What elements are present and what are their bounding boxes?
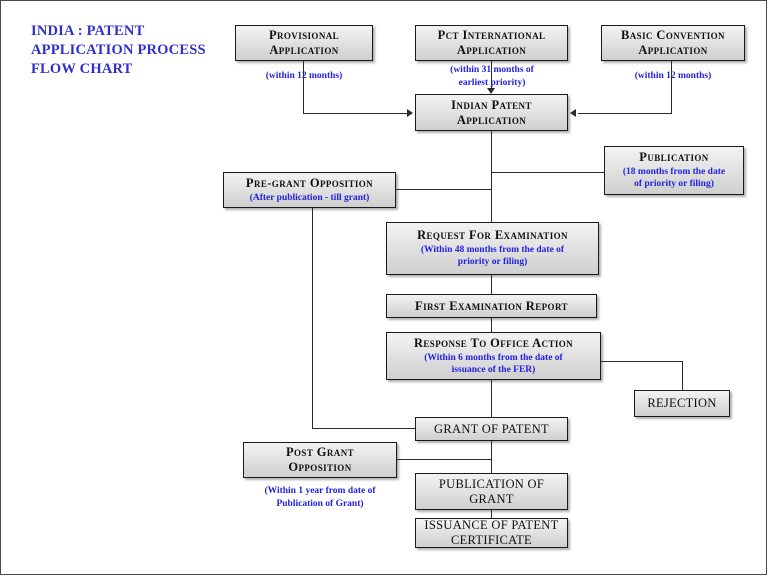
node-publication-of-grant[interactable]: PUBLICATION OF GRANT [415, 473, 568, 510]
node-request-for-examination[interactable]: Request For Examination (Within 48 month… [386, 222, 599, 275]
node-provisional-application[interactable]: Provisional Application [235, 25, 373, 61]
edge-provisional-horizontal [303, 113, 407, 114]
edge-provisional-arrowhead [407, 109, 413, 117]
node-request-for-examination-sub: (Within 48 months from the date of prior… [420, 245, 565, 268]
page-title: INDIA : PATENT APPLICATION PROCESS FLOW … [31, 23, 206, 77]
node-provisional-application-label: Provisional Application [268, 28, 340, 57]
node-basic-convention-application-label: Basic Convention Application [621, 28, 725, 57]
edge-pct-arrowhead [487, 88, 495, 94]
edge-rfe-to-fer [491, 275, 492, 294]
edge-convention-horizontal [578, 113, 672, 114]
edge-indian-to-pregrant [396, 189, 491, 190]
edge-pubgrant-to-issuance [491, 510, 492, 518]
node-grant-of-patent[interactable]: GRANT OF PATENT [415, 417, 568, 441]
edge-fer-to-response [491, 318, 492, 332]
node-first-examination-report[interactable]: First Examination Report [386, 294, 597, 318]
node-rejection-label: REJECTION [647, 396, 717, 411]
node-request-for-examination-label: Request For Examination [417, 228, 568, 243]
node-publication-sub: (18 months from the date of priority or … [622, 167, 726, 190]
node-grant-of-patent-label: GRANT OF PATENT [434, 421, 549, 436]
node-pct-international-application-label: Pct International Application [437, 28, 546, 57]
node-response-to-office-action[interactable]: Response To Office Action (Within 6 mont… [386, 332, 601, 380]
node-rejection[interactable]: REJECTION [634, 390, 730, 417]
node-issuance-of-patent-certificate-label: ISSUANCE OF PATENT CERTIFICATE [424, 518, 559, 547]
node-indian-patent-application-label: Indian Patent Application [451, 97, 532, 127]
node-publication[interactable]: Publication (18 months from the date of … [604, 146, 744, 195]
edge-grant-to-postgrant [397, 459, 491, 460]
node-post-grant-opposition[interactable]: Post Grant Opposition [243, 442, 397, 478]
edge-note-provisional-to-indian: (within 12 months) [265, 71, 343, 81]
node-post-grant-opposition-label: Post Grant Opposition [286, 445, 354, 474]
note-post-grant-opposition: (Within 1 year from date of Publication … [264, 486, 376, 509]
edge-note-convention-to-indian: (within 12 months) [634, 71, 712, 81]
node-response-to-office-action-sub: (Within 6 months from the date of issuan… [424, 352, 563, 375]
edge-note-pct-to-indian: (within 31 months of earliest priority) [450, 65, 534, 88]
node-pct-international-application[interactable]: Pct International Application [415, 25, 568, 61]
edge-main-trunk [491, 131, 492, 232]
node-issuance-of-patent-certificate[interactable]: ISSUANCE OF PATENT CERTIFICATE [415, 518, 568, 548]
edge-response-to-grant [491, 380, 492, 417]
node-first-examination-report-label: First Examination Report [415, 298, 568, 313]
edge-pregrant-to-grant [312, 428, 416, 429]
edge-convention-arrowhead [570, 109, 576, 117]
edge-convention-vertical [671, 61, 672, 113]
edge-pct-vertical [491, 61, 492, 88]
edge-response-to-rejection-horizontal [601, 361, 682, 362]
node-publication-of-grant-label: PUBLICATION OF GRANT [438, 476, 545, 506]
edge-pregrant-vertical [312, 208, 313, 428]
edge-provisional-vertical [303, 61, 304, 113]
edge-response-to-rejection-vertical [682, 361, 683, 390]
node-pre-grant-opposition[interactable]: Pre-grant Opposition (After publication … [223, 172, 396, 208]
node-indian-patent-application[interactable]: Indian Patent Application [415, 94, 568, 131]
node-basic-convention-application[interactable]: Basic Convention Application [601, 25, 745, 61]
node-pre-grant-opposition-sub: (After publication - till grant) [249, 192, 370, 203]
node-response-to-office-action-label: Response To Office Action [413, 335, 574, 350]
node-publication-label: Publication [639, 150, 709, 165]
node-pre-grant-opposition-label: Pre-grant Opposition [245, 175, 374, 190]
edge-grant-vertical [491, 441, 492, 473]
edge-indian-to-publication [491, 172, 604, 173]
